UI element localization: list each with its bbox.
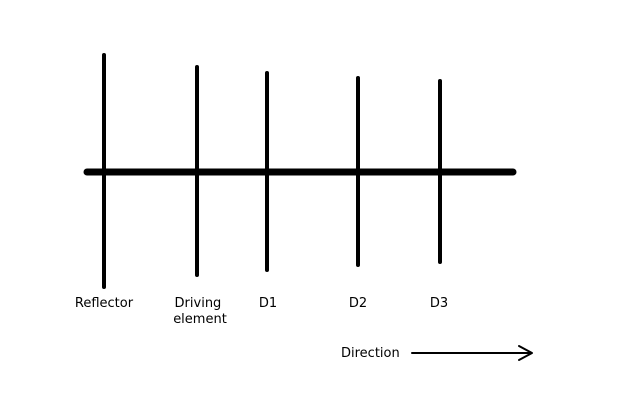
d3-label: D3 — [430, 296, 448, 311]
arrow-right-icon — [411, 345, 533, 361]
d2-label: D2 — [349, 296, 367, 311]
reflector-label: Reflector — [75, 296, 134, 311]
d1-label: D1 — [259, 296, 277, 311]
driving-element-label: Driving element — [173, 296, 227, 327]
direction-label: Direction — [341, 346, 400, 361]
